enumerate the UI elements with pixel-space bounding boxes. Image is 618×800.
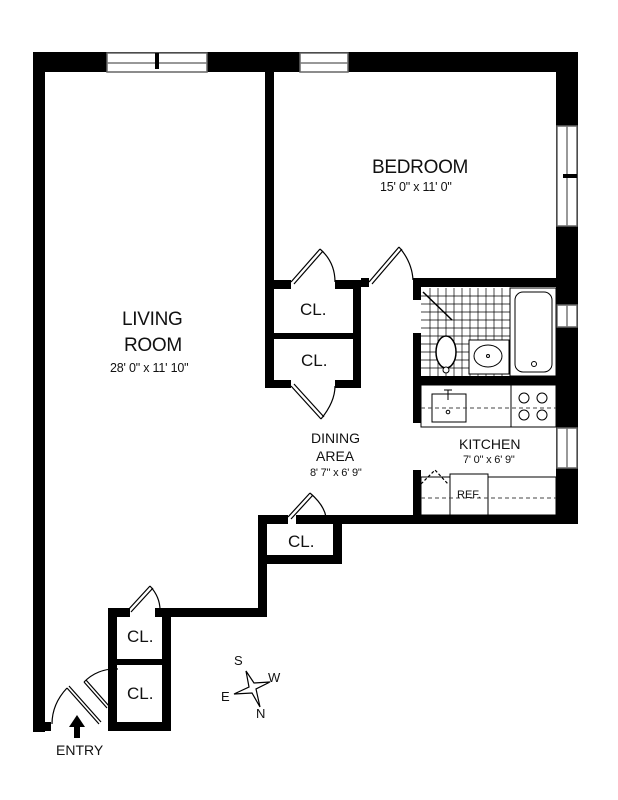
closet-label-5: CL. [127,684,154,703]
kitchen-fixtures [420,384,557,516]
compass-north-label: N [256,706,266,721]
closet-label-1: CL. [300,300,327,319]
bedroom-label: BEDROOM [372,157,469,178]
dining-area-dimensions: 8' 7" x 6' 9" [310,467,362,479]
arrow-up-icon [69,715,85,738]
bedroom-dimensions: 15' 0" x 11' 0" [380,180,452,194]
living-room-label-line2: ROOM [124,335,182,356]
compass-south-label: S [234,653,243,668]
living-room-dimensions: 28' 0" x 11' 10" [110,361,189,375]
bathroom [421,287,557,377]
walls [33,52,578,732]
dining-area-label-line2: AREA [316,448,355,464]
kitchen-label: KITCHEN [459,436,521,452]
living-room-label-line1: LIVING [122,309,183,330]
compass-rose-icon [233,670,271,708]
dining-area-label-line1: DINING [311,430,360,446]
windows [106,52,578,469]
closet-label-2: CL. [301,351,328,370]
compass-east-label: E [221,689,230,704]
closet-label-4: CL. [127,627,154,646]
refrigerator-label: REF. [457,489,481,501]
kitchen-dimensions: 7' 0" x 6' 9" [463,454,515,466]
closet-label-3: CL. [288,532,315,551]
doors [51,246,449,725]
entry-label: ENTRY [56,742,104,758]
compass-west-label: W [268,670,281,685]
